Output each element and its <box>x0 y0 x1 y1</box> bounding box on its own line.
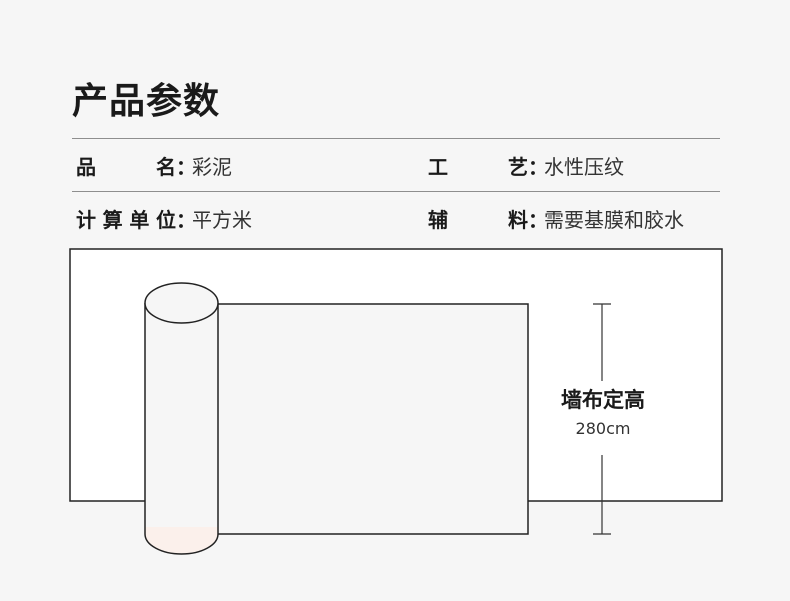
height-label: 墙布定高 <box>561 388 645 412</box>
spec-item-craft: 工艺：水性压纹 <box>428 152 624 182</box>
spec-value-name: 彩泥 <box>192 155 232 179</box>
spec-row-1: 品名：彩泥 工艺：水性压纹 <box>76 152 716 182</box>
title-divider <box>72 138 720 139</box>
roll-bottom-tint <box>145 527 218 554</box>
spec-value-craft: 水性压纹 <box>544 155 624 179</box>
height-value: 280cm <box>575 419 631 438</box>
unrolled-sheet <box>181 303 529 535</box>
spec-item-name: 品名：彩泥 <box>76 152 232 182</box>
spec-colon: ： <box>528 155 548 179</box>
spec-value-materials: 需要基膜和胶水 <box>544 208 684 232</box>
spec-value-unit: 平方米 <box>192 208 252 232</box>
page-title: 产品参数 <box>72 81 221 122</box>
roll-bottom-curve <box>144 533 219 555</box>
spec-colon: ： <box>176 155 196 179</box>
spec-divider <box>72 191 720 192</box>
spec-item-unit: 计算单位：平方米 <box>76 205 252 235</box>
spec-colon: ： <box>528 208 548 232</box>
spec-label-unit: 计算单位 <box>76 208 176 232</box>
spec-label-materials: 辅料 <box>428 208 528 232</box>
spec-label-craft: 工艺 <box>428 155 528 179</box>
spec-label-name: 品名 <box>76 155 176 179</box>
roll-top-ellipse <box>144 282 219 324</box>
spec-colon: ： <box>176 208 196 232</box>
spec-item-materials: 辅料：需要基膜和胶水 <box>428 205 684 235</box>
roll-body <box>145 303 218 534</box>
spec-row-2: 计算单位：平方米 辅料：需要基膜和胶水 <box>76 205 716 235</box>
